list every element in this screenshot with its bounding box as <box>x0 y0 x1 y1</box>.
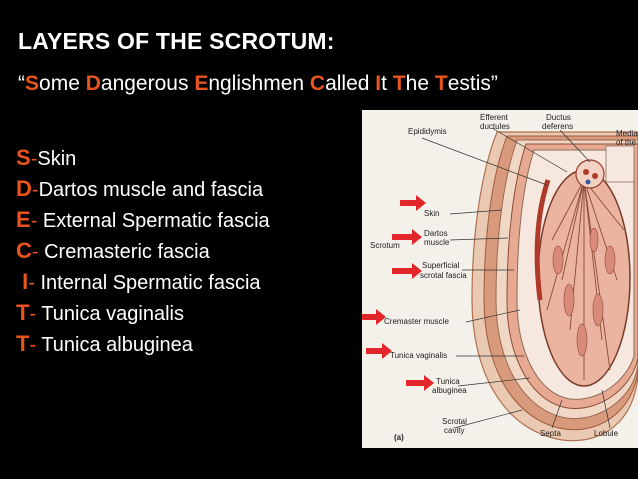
septa-lines <box>546 179 625 380</box>
layer-item-cremasteric: C- Cremasteric fascia <box>16 238 210 263</box>
label-scrotum: Scrotum <box>370 241 400 250</box>
label-cavity: cavity <box>444 426 464 435</box>
label-skin: Skin <box>424 209 440 218</box>
layer-item-skin: S-Skin <box>16 145 77 170</box>
slide-title: LAYERS OF THE SCROTUM: <box>18 28 335 54</box>
label-tunica-vaginalis: Tunica vaginalis <box>390 351 447 360</box>
mnemonic-rest: ome <box>39 72 80 95</box>
layer-letter: D <box>16 176 32 201</box>
mnemonic-rest: nglishmen <box>208 72 305 95</box>
mnemonic-letter: D <box>85 72 101 95</box>
layer-item-tunica-vaginalis: T- Tunica vaginalis <box>16 300 184 325</box>
layer-text: Tunica albuginea <box>41 334 193 356</box>
label-scrotal: Scrotal <box>442 417 467 426</box>
label-of-the: of the <box>616 138 637 147</box>
label-panel: (a) <box>394 433 404 442</box>
mediastinum <box>605 145 635 183</box>
layer-text: Cremasteric fascia <box>44 241 210 263</box>
mnemonic-letter: I <box>375 72 382 95</box>
label-efferent: Efferent <box>480 113 509 122</box>
layer-letter: T <box>16 331 30 356</box>
epididymis <box>534 179 551 301</box>
mnemonic-letter: T <box>392 72 406 95</box>
mnemonic-rest: angerous <box>100 72 189 95</box>
arrow-cremaster-icon <box>362 309 386 325</box>
label-scrotal-fascia: scrotal fascia <box>420 271 467 280</box>
label-lobule: Lobule <box>594 429 619 438</box>
layer-letter: E <box>16 207 31 232</box>
label-tunica: Tunica <box>436 377 460 386</box>
open-quote: “ <box>18 72 25 95</box>
layer-item-dartos: D-Dartos muscle and fascia <box>16 176 264 201</box>
layer-letter: S <box>16 145 31 170</box>
close-quote: ” <box>490 72 498 95</box>
mnemonic-rest: estis <box>447 72 491 95</box>
arrow-tunica-albuginea-icon <box>406 375 434 391</box>
lobules <box>552 227 616 357</box>
arrow-skin-icon <box>400 195 426 211</box>
layer-text: Skin <box>37 148 77 170</box>
mnemonic-letter: E <box>194 72 209 95</box>
layer-letter: T <box>16 300 30 325</box>
leader-lines <box>421 127 611 429</box>
layer-item-internal-spermatic: I- Internal Spermatic fascia <box>16 269 261 294</box>
label-ductules: ductules <box>480 122 510 131</box>
layer-text: Tunica vaginalis <box>41 303 184 325</box>
label-epididymis: Epididymis <box>408 127 447 136</box>
layer-text: Dartos muscle and fascia <box>38 179 264 201</box>
label-deferens: deferens <box>542 122 573 131</box>
mnemonic-line: “Some Dangerous Englishmen Called It The… <box>18 72 498 96</box>
layer-text: External Spermatic fascia <box>42 210 270 232</box>
layer-item-tunica-albuginea: T- Tunica albuginea <box>16 331 193 356</box>
label-albuginea: albuginea <box>432 386 467 395</box>
arrow-dartos-icon <box>392 229 422 245</box>
layer-list: S-Skin D-Dartos muscle and fascia E- Ext… <box>16 145 270 362</box>
layer-text: Internal Spermatic fascia <box>40 272 261 294</box>
label-muscle: muscle <box>424 238 450 247</box>
mnemonic-letter: C <box>309 72 326 95</box>
mnemonic-rest: t <box>381 72 387 95</box>
mnemonic-letter: S <box>25 72 40 95</box>
mnemonic-rest: he <box>405 72 430 95</box>
mnemonic-letter: T <box>434 72 448 95</box>
label-dartos: Dartos <box>424 229 448 238</box>
ductus-deferens <box>575 159 605 189</box>
layer-item-external-spermatic: E- External Spermatic fascia <box>16 207 270 232</box>
arrow-fascia-icon <box>392 263 422 279</box>
label-ductus: Ductus <box>546 113 571 122</box>
mnemonic-rest: alled <box>325 72 370 95</box>
label-superficial: Superficial <box>422 261 460 270</box>
scrotum-diagram: Epididymis Efferent ductules Ductus defe… <box>362 110 638 448</box>
label-septa: Septa <box>540 429 561 438</box>
label-cremaster-muscle: Cremaster muscle <box>384 317 449 326</box>
layer-letter: I <box>16 269 29 294</box>
layer-letter: C <box>16 238 32 263</box>
label-media: Media <box>616 129 638 138</box>
arrow-tunica-vaginalis-icon <box>366 343 392 359</box>
